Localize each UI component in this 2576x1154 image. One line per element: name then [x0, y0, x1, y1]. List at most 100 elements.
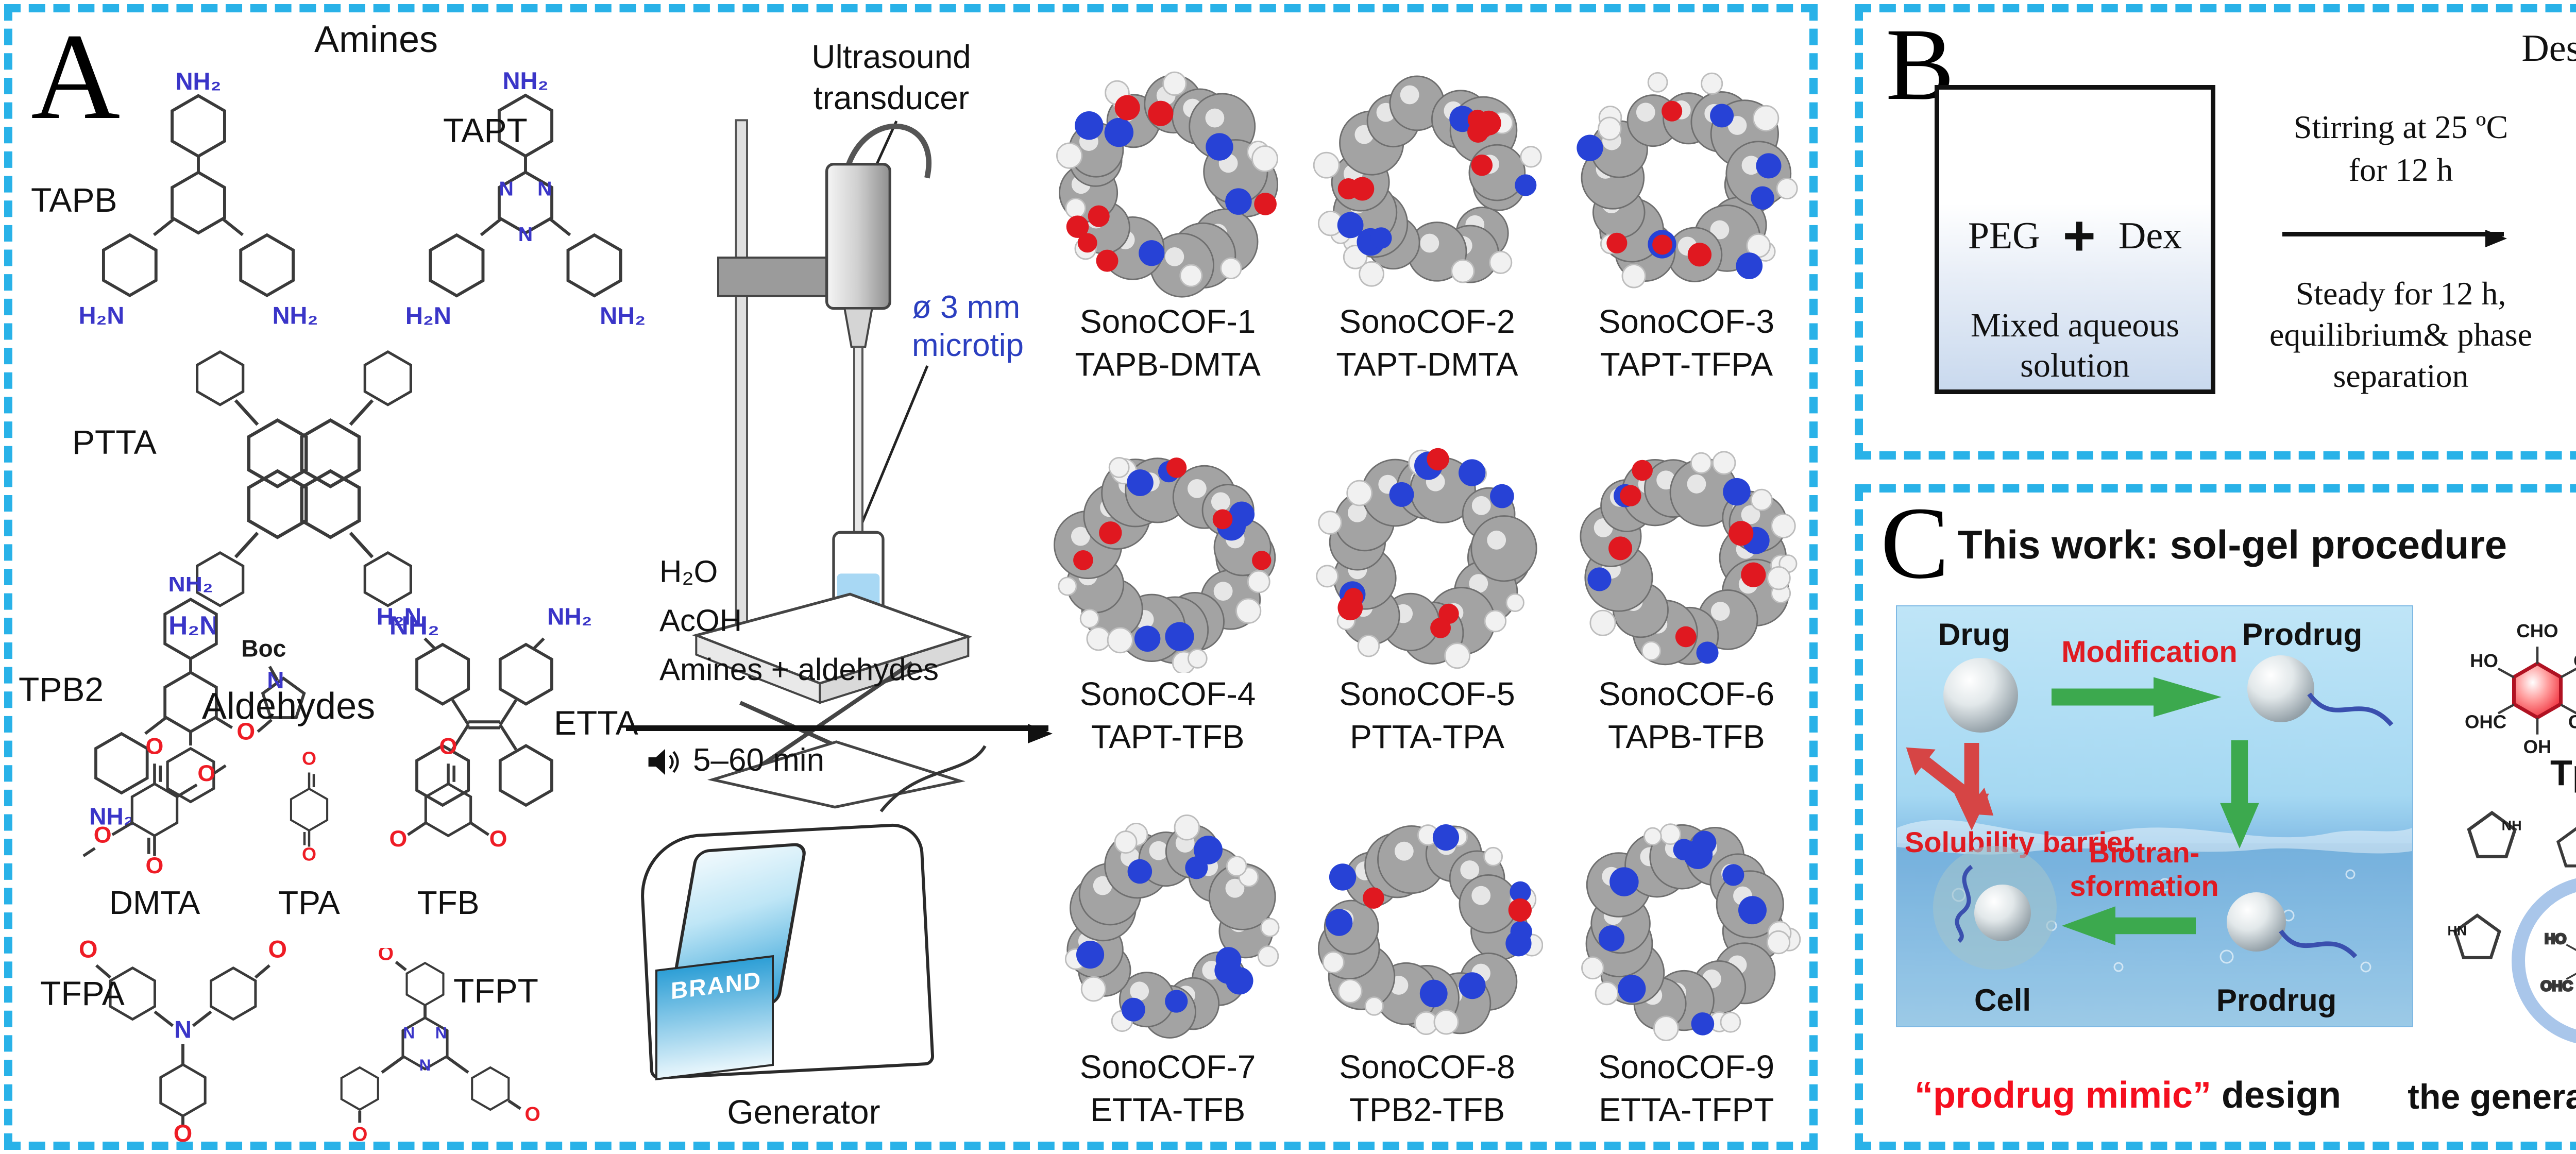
panel-c-label: C [1880, 486, 1950, 600]
label-tapb: TAPB [31, 181, 117, 219]
dex-label: Dex [2118, 214, 2182, 257]
svg-text:O: O [524, 1103, 540, 1125]
molecule-tfpt: N N N O O O [289, 942, 562, 1149]
svg-text:N: N [419, 1056, 431, 1074]
svg-text:O: O [389, 826, 408, 852]
cell-drug-sphere [1974, 885, 2031, 941]
cof-structure-art [1311, 69, 1543, 300]
plus-sign: + [2062, 204, 2096, 267]
cof-structure-art [1311, 441, 1543, 673]
drug-label: Drug [1938, 617, 2010, 652]
svg-text:OH: OH [2523, 736, 2552, 757]
panel-b-title: Design of aqueous two phase system [2521, 27, 2576, 70]
svg-text:H₂N: H₂N [405, 302, 451, 329]
stirring-caption: Stirring at 25 ºC for 12 h [2293, 109, 2509, 189]
ultrasound-stand-art [685, 118, 974, 809]
tp-label: Tp [2550, 753, 2576, 793]
svg-text:O: O [236, 718, 255, 745]
molecule-tfpa: N O O O [72, 917, 294, 1147]
mixed-solution-box: PEG + Dex Mixed aqueous solution [1935, 85, 2215, 394]
reagent-acoh: AcOH [659, 603, 742, 638]
prodrug-mimic-design: “prodrug mimic” design [1914, 1075, 2342, 1116]
label-tfb: TFB [417, 884, 480, 921]
prodrug-sphere [2247, 655, 2314, 722]
svg-text:OH: OH [2573, 650, 2576, 671]
molecule-tp: CHO OH CHO OH OHC HO [2458, 603, 2576, 783]
generator-art: BRAND [634, 809, 974, 1097]
cof-structure-art [1052, 814, 1284, 1046]
svg-text:O: O [146, 853, 164, 878]
cof-structure-art [1311, 814, 1544, 1046]
steady-caption: Steady for 12 h, equilibrium& phase sepa… [2269, 275, 2533, 394]
svg-text:O: O [94, 822, 112, 847]
panel-c-title: This work: sol-gel procedure [1958, 522, 2507, 567]
cof-structure-art [1570, 441, 1802, 673]
svg-text:N: N [403, 1024, 415, 1042]
svg-text:NH₂: NH₂ [502, 67, 548, 94]
svg-text:OHC: OHC [2465, 711, 2506, 732]
label-tpb2: TPB2 [19, 670, 104, 708]
panel-a-label: A [31, 8, 121, 145]
svg-text:NH₂: NH₂ [273, 301, 318, 329]
generator-cable [879, 745, 987, 812]
ultrasound-transducer-caption: Ultrasound transducer [811, 38, 971, 116]
cell-polymer-squiggle [1955, 864, 1973, 943]
svg-text:NH₂: NH₂ [176, 67, 222, 95]
label-tfpt: TFPT [453, 972, 538, 1010]
encircled-tp [2532, 894, 2576, 1033]
svg-text:N: N [435, 1024, 447, 1042]
label-etta: ETTA [554, 704, 638, 742]
sonication-time: 5–60 min [693, 742, 825, 778]
label-dmta: DMTA [109, 884, 200, 921]
prodrug-tail [2307, 692, 2394, 726]
svg-text:H₂N: H₂N [79, 301, 125, 329]
cof-structure-art [1570, 814, 1802, 1046]
svg-text:O: O [352, 1123, 367, 1145]
panel-a-border [4, 4, 1818, 1150]
svg-text:CHO: CHO [2568, 711, 2576, 732]
svg-text:O: O [197, 760, 215, 786]
molecule-ptta: H₂N NH₂ [168, 330, 439, 640]
pyrrolidine-icon: HN [2445, 904, 2506, 971]
panel-c-border [1855, 484, 2576, 1150]
pyrrolidine-icon: NH [2553, 817, 2576, 878]
svg-text:H₂N: H₂N [377, 603, 421, 630]
prodrug-top-label: Prodrug [2242, 617, 2363, 652]
svg-text:NH₂: NH₂ [600, 302, 646, 329]
amines-title: Amines [314, 19, 438, 60]
svg-text:N: N [499, 178, 513, 200]
molecule-tapt: N N N NH₂ H₂N NH₂ [392, 67, 659, 355]
cof-structure-art [1570, 69, 1802, 300]
pyrrolidine-icon: NH [2463, 801, 2527, 871]
aldehydes-title: Aldehydes [201, 686, 376, 727]
microtip-caption: ø 3 mm microtip [912, 290, 1024, 364]
reagent-water: H₂O [659, 554, 718, 589]
svg-text:O: O [174, 1120, 192, 1144]
cof-structure-art [1052, 69, 1284, 300]
svg-text:N: N [174, 1016, 192, 1043]
svg-text:N: N [518, 223, 533, 246]
prodrug2-tail [2279, 929, 2358, 959]
svg-text:NH₂: NH₂ [389, 610, 438, 639]
panel-b-border [1855, 4, 2576, 460]
svg-text:O: O [146, 737, 164, 759]
generality-caption: the generality of the “in water” strateg… [2408, 1077, 2576, 1116]
process-arrow [2282, 230, 2507, 247]
svg-text:H₂N: H₂N [170, 610, 218, 639]
cell-label: Cell [1974, 983, 2031, 1017]
svg-text:O: O [79, 936, 97, 962]
label-ptta: PTTA [72, 423, 157, 461]
svg-text:Boc: Boc [241, 635, 286, 662]
peg-label: PEG [1968, 214, 2040, 257]
prodrug-scheme-art: Drug Modification Prodrug Solubility bar… [1896, 605, 2413, 1027]
